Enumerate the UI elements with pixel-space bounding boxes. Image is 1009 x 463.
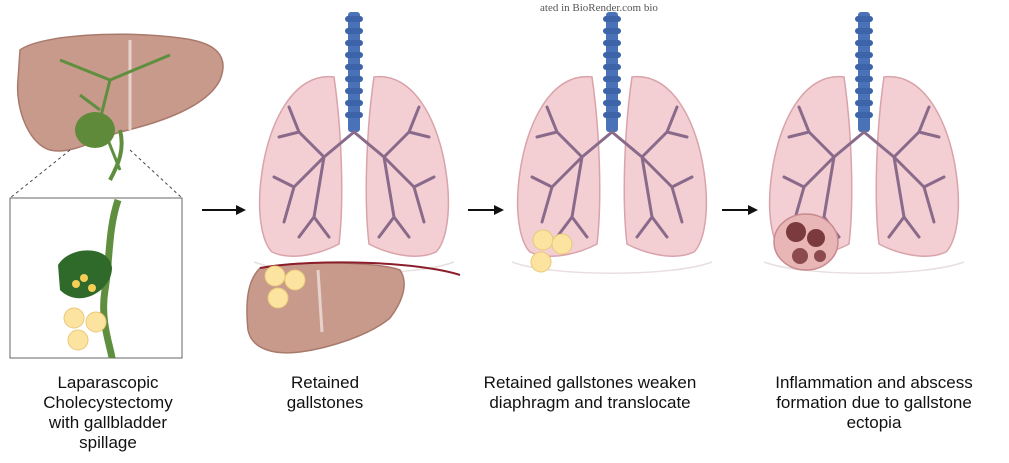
retained-stone (268, 288, 288, 308)
stage-2-liver (247, 262, 460, 352)
abscess (774, 214, 838, 270)
arrow-3 (722, 205, 758, 215)
translocated-stone (552, 234, 572, 254)
caption-stage-1: Laparascopic Cholecystectomy with gallbl… (18, 373, 198, 453)
spilled-stone (68, 330, 88, 350)
retained-stone (285, 270, 305, 290)
stage-2-lungs (254, 12, 454, 273)
caption-stage-4: Inflammation and abscess formation due t… (744, 373, 1004, 433)
arrow-1 (202, 205, 246, 215)
spilled-stone (86, 312, 106, 332)
caption-stage-3: Retained gallstones weaken diaphragm and… (450, 373, 730, 413)
translocated-stone (533, 230, 553, 250)
caption-stage-2: Retained gallstones (260, 373, 390, 413)
gallbladder (75, 112, 115, 148)
translocated-stone (531, 252, 551, 272)
retained-stone (265, 266, 285, 286)
spilled-stone (64, 308, 84, 328)
watermark-text: ated in BioRender.com bio (540, 2, 658, 14)
stage-1-liver-illustration (18, 34, 223, 180)
zoom-inset (10, 150, 182, 358)
arrow-2 (468, 205, 504, 215)
